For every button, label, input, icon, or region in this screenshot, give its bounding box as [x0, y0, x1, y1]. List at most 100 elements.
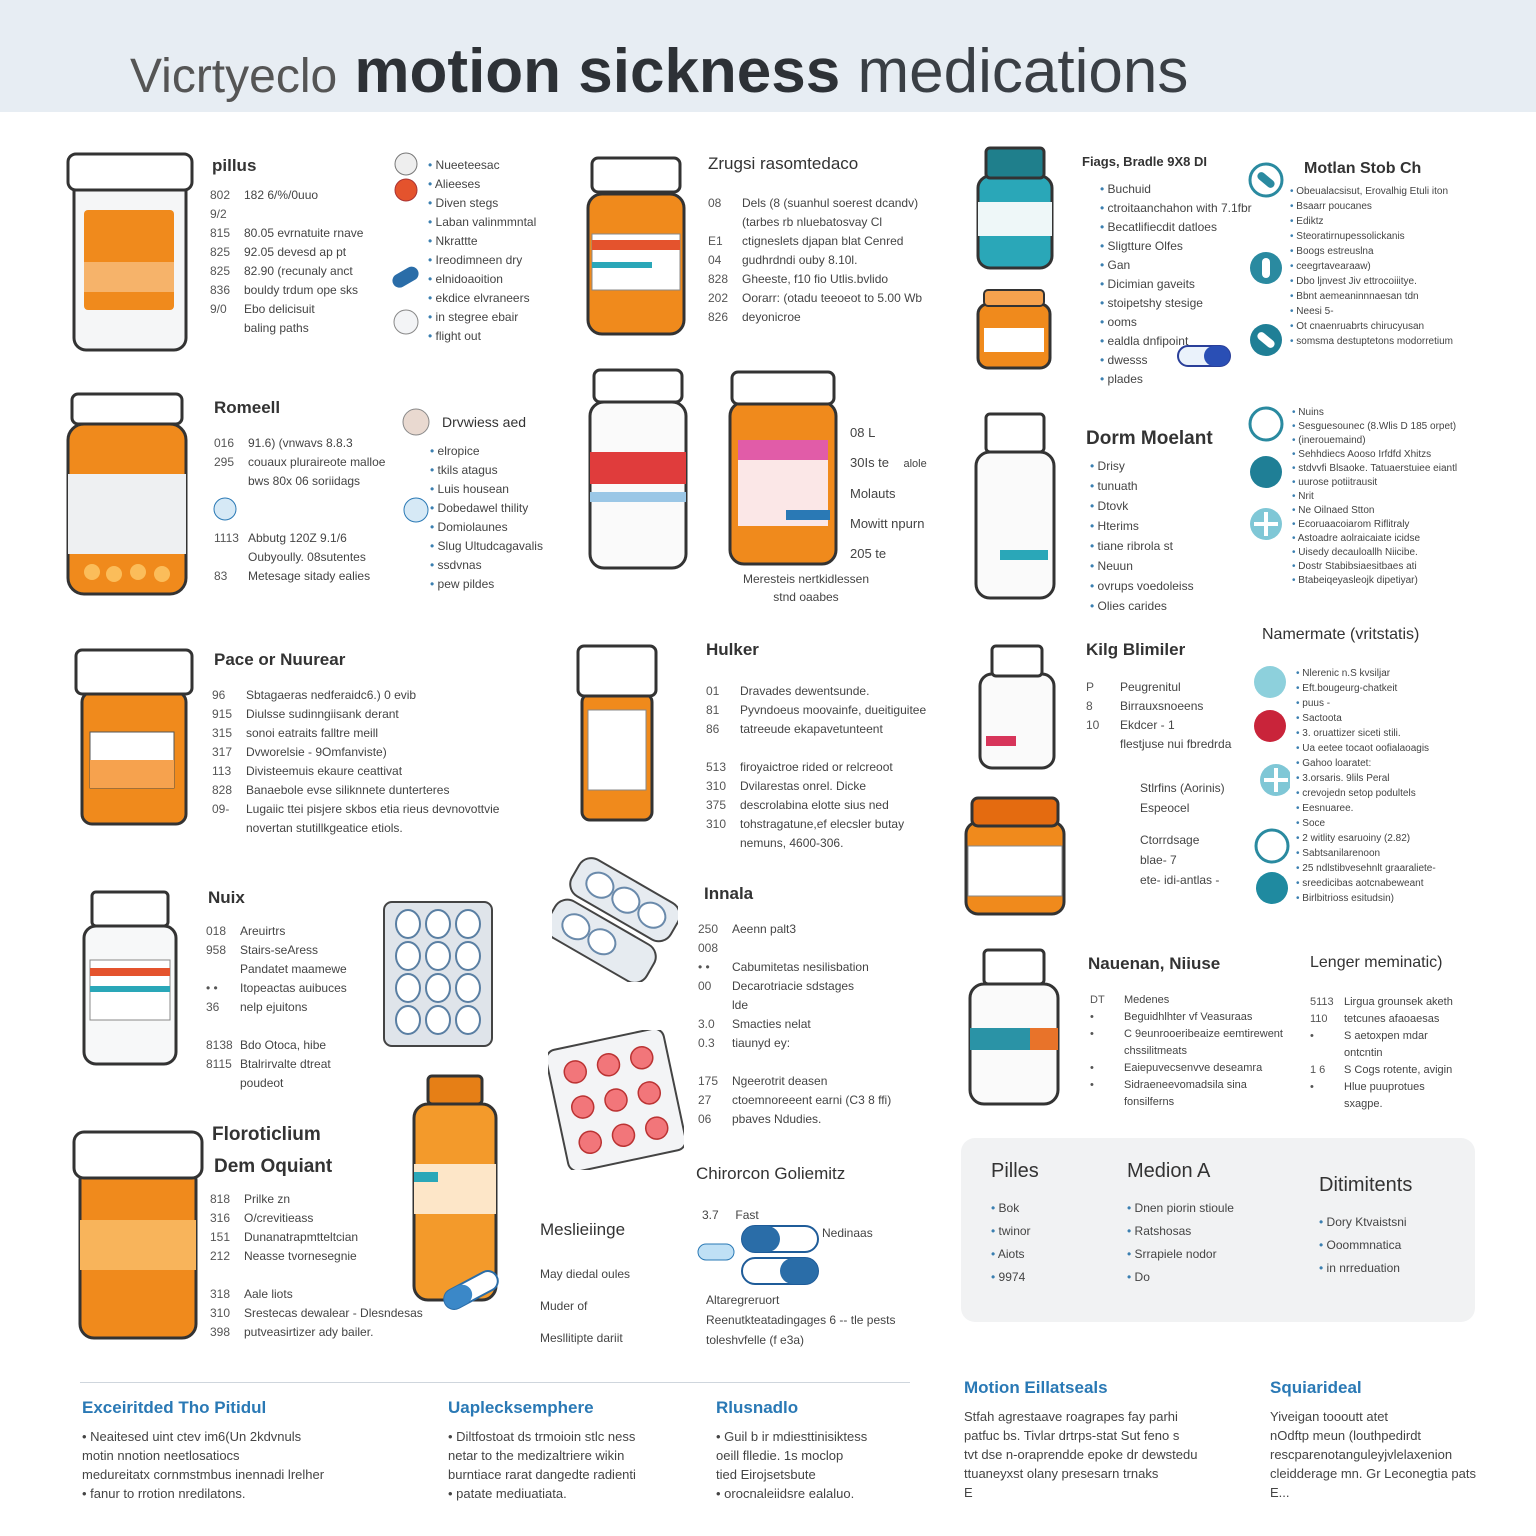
col1-s5-line-num: 818	[210, 1192, 231, 1206]
amber-jar-icon-2	[964, 796, 1066, 916]
col3-s3-line: lde	[698, 996, 891, 1015]
col1-s5-line-num: 398	[210, 1325, 231, 1339]
col1-s3-line-text: Dvworelsie - 9Omfanviste)	[246, 745, 387, 759]
summary-panel-item: Dory Ktvaistsni	[1319, 1211, 1412, 1234]
summary-panel-col-title: Medion A	[1127, 1160, 1211, 1182]
col4-s1-item: Dicimian gaveits	[1100, 275, 1252, 294]
col5-s1-item: somsma destuptetons modorretium	[1290, 334, 1453, 349]
col5-s3-item: Nlerenic n.S kvsiljar	[1296, 666, 1436, 681]
white-bottle-icon	[82, 890, 178, 1066]
col1-s5-line-num: 212	[210, 1249, 231, 1263]
col1-s1-line-text: 80.05 evrnatuite rnave	[244, 226, 364, 240]
footer-col-line: patfuc bs. Tivlar drtrps-stat Sut feno s	[964, 1428, 1180, 1443]
col5-s3-item: crevojedn setop podultels	[1296, 786, 1436, 801]
white-bottle-icon-3	[974, 412, 1056, 600]
col5-s2-item: (inerouemaind)	[1292, 434, 1457, 448]
col5-s3-item: Eft.bougeurg-chatkeit	[1296, 681, 1436, 696]
col3-s2-line-text: Pyvndoeus moovainfe, dueitiguitee	[740, 703, 927, 717]
col4-s1-item: Gan	[1100, 256, 1252, 275]
pill-bottle-icon	[66, 152, 194, 352]
col2b-item: pew pildes	[430, 575, 543, 594]
col3-s2-line-text: descrolabina elotte sius ned	[740, 798, 889, 812]
col1-s5-line	[210, 1266, 423, 1285]
col4-s2-item: Olies carides	[1090, 596, 1194, 616]
page-title: Vicrtyeclo motion sickness medications	[130, 36, 1188, 107]
section-items-c5-3: Nlerenic n.S kvsiljarEft.bougeurg-chatke…	[1296, 666, 1436, 906]
footer-col-line: cleidderage mn. Gr Leconegtia pats	[1270, 1466, 1476, 1481]
col3-s3-line-num: 250	[698, 922, 719, 936]
col3-s2-line-num: 513	[706, 760, 727, 774]
capsule-icon-2	[1177, 345, 1231, 367]
col3-s2-line: nemuns, 4600-306.	[706, 834, 926, 853]
round-icons-column-1	[1248, 162, 1284, 356]
col1-s2-line-num: 1113	[214, 531, 239, 545]
col1-s1-line-num: 802	[210, 188, 231, 202]
footer-col-line: rescparenotanguleyjvlelaxenion	[1270, 1447, 1453, 1462]
col4-s3-line-text: Peugrenitul	[1120, 680, 1181, 694]
col4-s2-item: Dtovk	[1090, 496, 1194, 516]
col1-s2-line-text: couaux pluraireote malloe	[248, 455, 386, 469]
col4-s4-line: •Beguidhlhter vf Veasuraas	[1090, 1009, 1283, 1026]
mid-caption-2: stnd oaabes	[773, 590, 839, 604]
col3-s2-line-num: 375	[706, 798, 727, 812]
col1-s3-line-text: novertan stutillkgeatice etiols.	[246, 821, 403, 835]
col2a-item: Nueeteesac	[428, 156, 536, 175]
col1-s2-line	[214, 510, 385, 529]
mid-num: 08 L	[850, 425, 876, 440]
col3-s3-line-text: lde	[732, 998, 749, 1012]
section-title-c4-2: Dorm Moelant	[1086, 428, 1213, 449]
col2a-item: ekdice elvraneers	[428, 289, 536, 308]
col3-s3-line-text: ctoemnoreeent earni (C3 8 ffi)	[732, 1093, 892, 1107]
col5-s2-item: Dostr Stabibsiaesitbaes ati	[1292, 560, 1457, 574]
col5-s3-item: Sabtsanilarenoon	[1296, 846, 1436, 861]
c4-b1: Stlrfins (Aorinis)	[1140, 781, 1225, 795]
col2b-item: elropice	[430, 442, 543, 461]
col2a-item: Nkrattte	[428, 232, 536, 251]
blue-capsules-icon	[697, 1225, 819, 1285]
col1-s4-line-num: 958	[206, 943, 227, 957]
summary-panel-columns: PillesBoktwinorAiots9974Medion ADnen pio…	[961, 1138, 1475, 1322]
amber-vial-icon	[576, 644, 658, 822]
col3-s3-line-text: Ngeerotrit deasen	[732, 1074, 828, 1088]
col4-s2-item: Drisy	[1090, 456, 1194, 476]
summary-panel-col-title: Pilles	[991, 1160, 1039, 1182]
summary-panel-item: Bok	[991, 1197, 1039, 1220]
col4-s3-line-num: 10	[1086, 718, 1100, 732]
footer-col: Exceiritded Tho Pitidul• Neaitesed uint …	[82, 1398, 324, 1503]
col1-s4-line-text: Btalrirvalte dtreat	[240, 1057, 331, 1071]
c3-low-num: 3.7	[702, 1208, 719, 1222]
col1-s4-line: poudeot	[206, 1074, 347, 1093]
col5-s1-item: Neesi 5-	[1290, 304, 1453, 319]
col2a-item: in stegree ebair	[428, 308, 536, 327]
col1-s2-line	[214, 491, 385, 510]
col5-s3-item: 3.orsaris. 9lils Peral	[1296, 771, 1436, 786]
col3-s2-line-text: tatreeude ekapavetunteent	[740, 722, 883, 736]
section-title-2: Romeell	[214, 398, 281, 417]
col3-s1-line-text: Dels (8 (suanhul soerest dcandv)	[742, 196, 919, 210]
mid-annotations: 08 L 30Is te alole Molauts Mowitt npurn …	[850, 418, 927, 569]
col3-s3-line-num: 00	[698, 979, 712, 993]
c3-low-f5: toleshvfelle (f e3a)	[706, 1333, 805, 1347]
col5-s4-line-num: 1 6	[1310, 1064, 1326, 1076]
col5-s3-item: Birlbitrioss esitudsin)	[1296, 891, 1436, 906]
col1-s1-line-text: baling paths	[244, 321, 309, 335]
c4-b2: Espeocel	[1140, 801, 1190, 815]
icon-list-2-items: elropicetkils atagusLuis houseanDobedawe…	[430, 442, 543, 594]
col5-s4-line-text: Lirgua grounsek aketh	[1344, 996, 1453, 1008]
col3-s3-line-text: pbaves Ndudies.	[732, 1112, 822, 1126]
summary-panel-col: PillesBoktwinorAiots9974	[991, 1160, 1039, 1289]
col3-s1-line-num: 04	[708, 253, 722, 267]
